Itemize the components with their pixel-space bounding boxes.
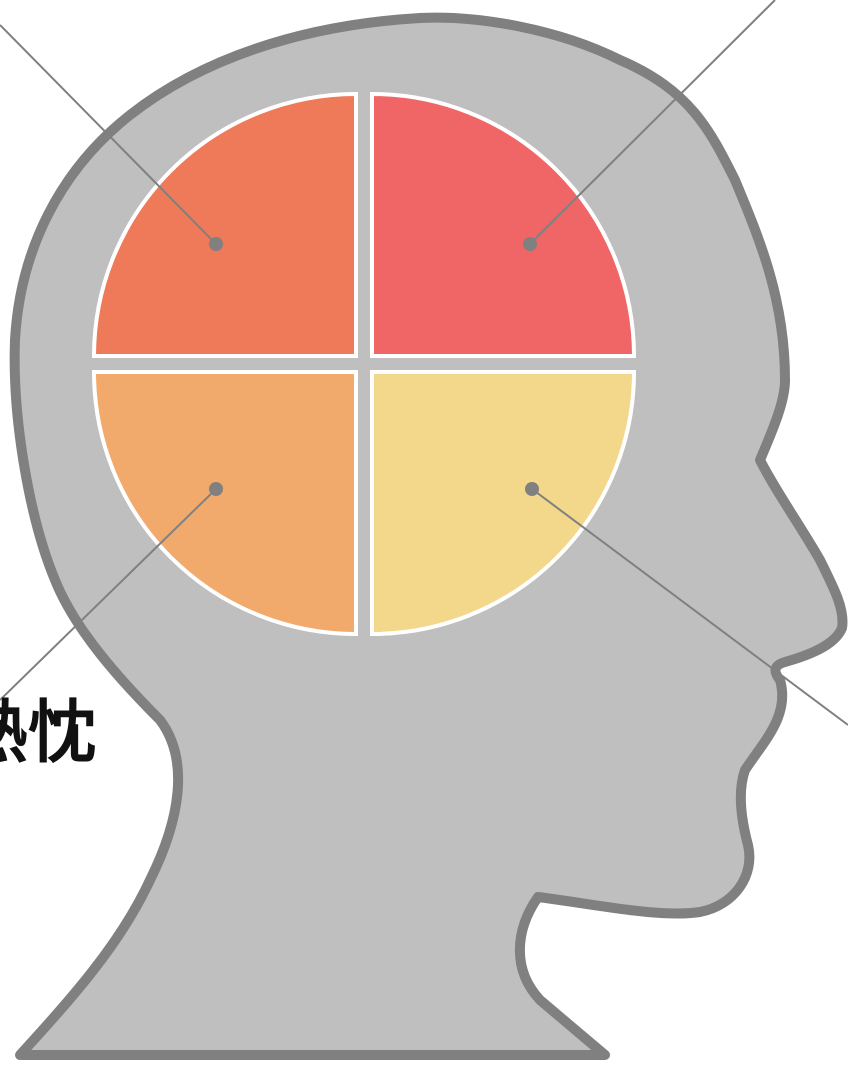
quadrant-bottom-right xyxy=(370,370,637,637)
quadrant-bottom-left xyxy=(91,370,358,637)
quadrant-top-left xyxy=(91,91,358,358)
connector-top-left xyxy=(0,24,217,245)
quadrant-top-right xyxy=(370,91,637,358)
connector-dot-top-right xyxy=(523,237,537,251)
connector-bottom-right xyxy=(531,488,848,726)
bottom-left-label: 熱忱 xyxy=(0,694,97,773)
connector-bottom-left xyxy=(0,488,217,701)
connector-dot-top-left xyxy=(209,237,223,251)
connector-top-right xyxy=(529,0,776,245)
connector-dot-bottom-right xyxy=(525,482,539,496)
connector-dot-bottom-left xyxy=(209,482,223,496)
